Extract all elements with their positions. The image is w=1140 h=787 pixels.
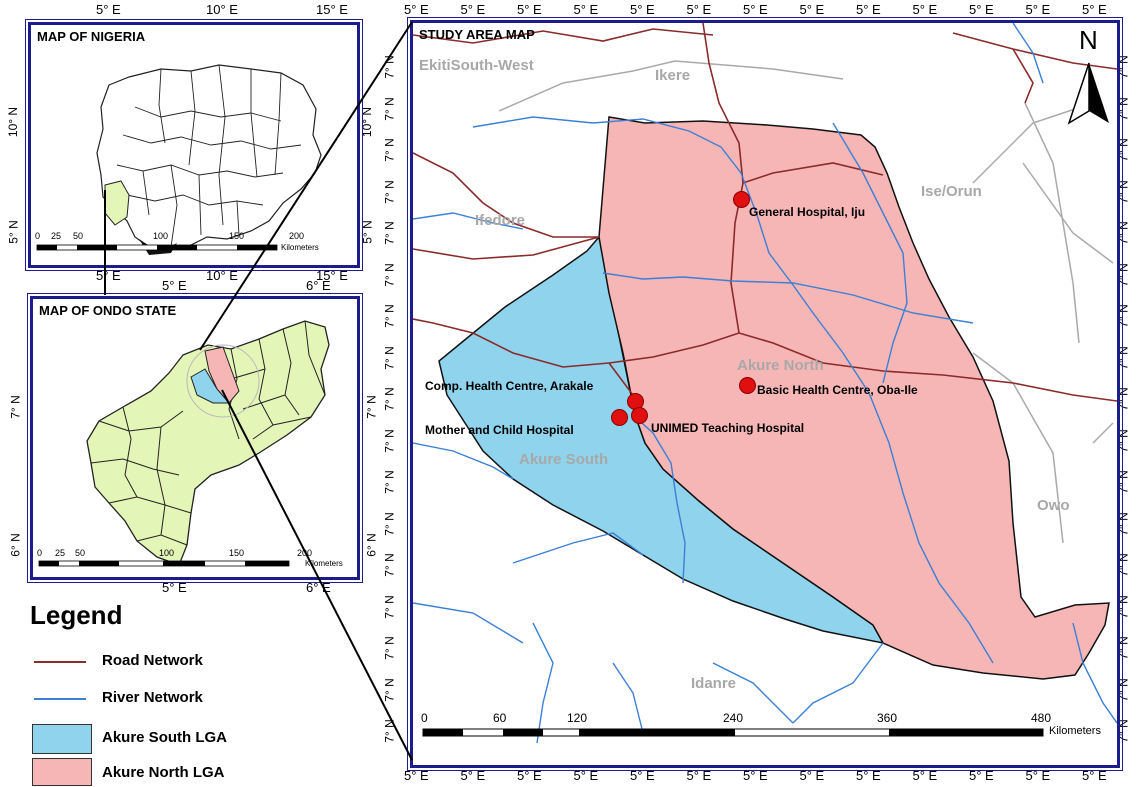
study-scale-label: 60: [493, 711, 507, 725]
facility-label: UNIMED Teaching Hospital: [651, 421, 805, 435]
ondo-map-shape: [38, 320, 330, 567]
nigeria-top-tick: 10° E: [206, 2, 238, 17]
place-label: Akure North: [737, 357, 824, 374]
study-bottom-tick: 5° E: [630, 768, 655, 783]
legend-swatch-river: [34, 698, 86, 700]
study-bottom-tick: 5° E: [404, 768, 429, 783]
legend-swatch-akure-north: [32, 758, 92, 786]
study-top-tick: 5° E: [404, 2, 429, 17]
facility-label: Comp. Health Centre, Arakale: [425, 379, 594, 393]
study-top-tick: 5° E: [969, 2, 994, 17]
ondo-scale-label: 100: [159, 548, 175, 558]
place-label: Ikere: [655, 67, 691, 84]
study-map-title: STUDY AREA MAP: [419, 27, 535, 42]
nigeria-bottom-tick: 10° E: [206, 268, 238, 283]
ondo-scale-label: 25: [55, 548, 66, 558]
ondo-inset-title: MAP OF ONDO STATE: [39, 303, 177, 318]
place-label: Ifedore: [475, 212, 526, 229]
facility-marker[interactable]: [733, 191, 750, 208]
study-scale-bar: [422, 728, 1044, 737]
ondo-scale-label: 0: [37, 548, 43, 558]
nigeria-scale-label: 200: [289, 231, 305, 241]
study-scale-label: 240: [723, 711, 744, 725]
study-top-tick: 5° E: [686, 2, 712, 17]
place-label: EkitiSouth-West: [419, 57, 534, 74]
facility-marker[interactable]: [631, 407, 648, 424]
study-bottom-tick: 5° E: [1082, 768, 1107, 783]
nigeria-scale-label: 150: [229, 231, 245, 241]
ondo-scale-label: 50: [75, 548, 86, 558]
study-scale-label: 480: [1031, 711, 1052, 725]
study-map-shapes: [413, 23, 1117, 744]
study-scale-label: 120: [567, 711, 588, 725]
study-top-tick: 5° E: [517, 2, 542, 17]
study-top-tick: 5° E: [573, 2, 599, 17]
ondo-scale-unit: Kilometers: [305, 559, 343, 568]
study-bottom-tick: 5° E: [517, 768, 542, 783]
place-label: Idanre: [691, 675, 737, 692]
study-top-tick: 5° E: [1082, 2, 1107, 17]
study-top-tick: 5° E: [743, 2, 768, 17]
study-bottom-tick: 5° E: [686, 768, 712, 783]
place-label: Akure South: [519, 451, 609, 468]
study-bottom-tick: 5° E: [1025, 768, 1051, 783]
nigeria-map-shape: [36, 64, 322, 255]
nigeria-inset-title: MAP OF NIGERIA: [37, 29, 146, 44]
facility-marker[interactable]: [739, 377, 756, 394]
north-arrow-icon: [1067, 62, 1109, 125]
facility-label: Mother and Child Hospital: [425, 423, 574, 437]
facility-label: General Hospital, Iju: [749, 205, 866, 219]
nigeria-top-tick: 5° E: [96, 2, 121, 17]
legend-label-akure-south: Akure South LGA: [102, 729, 228, 746]
study-bottom-tick: 5° E: [799, 768, 825, 783]
nigeria-bottom-tick: 15° E: [316, 268, 348, 283]
legend-label-river: River Network: [102, 689, 203, 706]
study-map-frame: STUDY AREA MAP: [407, 17, 1123, 771]
study-bottom-tick: 5° E: [573, 768, 599, 783]
place-label: Owo: [1037, 497, 1070, 514]
ondo-scale-label: 200: [297, 548, 313, 558]
study-scale-unit: Kilometers: [1049, 725, 1101, 737]
study-bottom-tick: 5° E: [743, 768, 768, 783]
facility-label: Basic Health Centre, Oba-Ile: [757, 383, 918, 397]
nigeria-scale-label: 50: [73, 231, 84, 241]
study-top-tick: 5° E: [856, 2, 881, 17]
study-bottom-tick: 5° E: [856, 768, 881, 783]
study-top-tick: 5° E: [630, 2, 655, 17]
ondo-bottom-tick: 5° E: [162, 580, 187, 595]
ondo-top-tick: 6° E: [306, 278, 331, 293]
study-top-tick: 5° E: [1025, 2, 1051, 17]
study-bottom-tick: 5° E: [460, 768, 486, 783]
nigeria-scale-unit: Kilometers: [281, 243, 319, 252]
ondo-scale-label: 150: [229, 548, 245, 558]
ondo-top-tick: 5° E: [162, 278, 187, 293]
nigeria-scale-label: 25: [51, 231, 62, 241]
nigeria-top-tick: 15° E: [316, 2, 348, 17]
nigeria-bottom-tick: 5° E: [96, 268, 121, 283]
ondo-inset-frame: MAP OF ONDO STATE 0 25 50 100 150 200 Ki…: [27, 293, 363, 583]
legend-swatch-road: [34, 661, 86, 663]
nigeria-scale-label: 100: [153, 231, 169, 241]
study-top-tick: 5° E: [912, 2, 938, 17]
legend-label-road: Road Network: [102, 652, 203, 669]
nigeria-inset-frame: MAP OF NIGERIA 0 25 50 100 150 200 Kilom…: [25, 19, 363, 271]
north-label: N: [1079, 25, 1098, 55]
study-bottom-tick: 5° E: [969, 768, 994, 783]
legend-label-akure-north: Akure North LGA: [102, 764, 225, 781]
study-top-tick: 5° E: [460, 2, 486, 17]
legend-swatch-akure-south: [32, 724, 92, 754]
study-scale-label: 0: [421, 711, 428, 725]
facility-marker[interactable]: [611, 409, 628, 426]
study-bottom-tick: 5° E: [912, 768, 938, 783]
place-label: Ise/Orun: [921, 183, 982, 200]
legend-title: Legend: [30, 600, 123, 630]
study-top-tick: 5° E: [799, 2, 825, 17]
study-scale-label: 360: [877, 711, 898, 725]
nigeria-scale-label: 0: [35, 231, 41, 241]
